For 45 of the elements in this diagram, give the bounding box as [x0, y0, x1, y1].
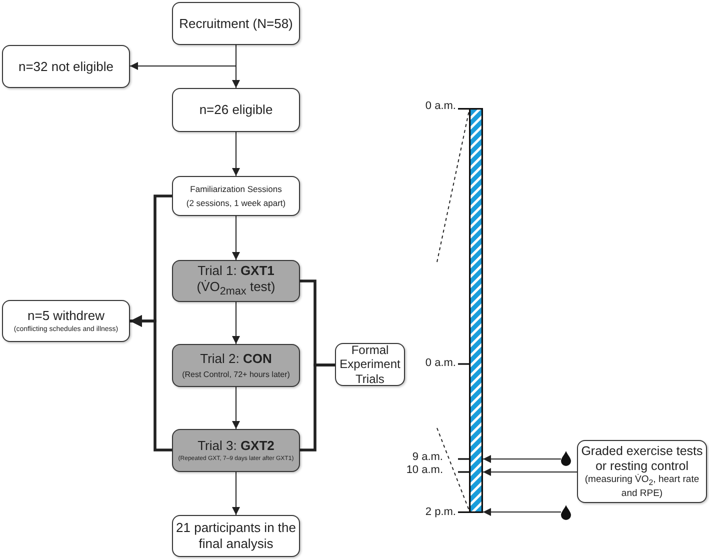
arrow: [232, 302, 240, 344]
node-label: Graded exercise tests or resting control: [580, 444, 704, 474]
arrow: [232, 216, 240, 260]
process-box: [2, 45, 130, 88]
node-note: (measuring V̇O$_{2}$, heart rate and RPE): [584, 474, 700, 499]
node-label: Trial 2: CON: [200, 351, 272, 367]
process-box: [2, 300, 130, 342]
blood-drop-icon: [561, 505, 571, 520]
arrow: [130, 315, 172, 452]
node-label: Formal Experiment Trials: [339, 342, 401, 386]
arrow: [482, 455, 562, 463]
time-label: 2 p.m.: [425, 506, 456, 518]
process-box: [172, 2, 300, 45]
dashed-line: [436, 428, 470, 510]
node-note: (2 sessions, 1 week apart): [186, 198, 286, 208]
node-label: 21 participants in the final analysis: [176, 520, 296, 552]
arrow: [130, 44, 236, 70]
process-box: [172, 344, 300, 387]
node-label: Recruitment (N=58): [179, 16, 293, 32]
connector-line: [300, 364, 335, 452]
node-note: (V̇O$_{2max}$ test): [196, 279, 276, 299]
time-label: 0 a.m.: [425, 356, 456, 370]
time-label: 9 a.m.: [412, 450, 443, 464]
time-label: 0 a.m.: [425, 100, 456, 112]
node-label: n=5 withdrew: [28, 308, 104, 324]
arrow: [482, 508, 562, 516]
node-label: n=26 eligible: [199, 102, 273, 118]
arrow: [232, 472, 240, 516]
arrow: [232, 386, 240, 430]
node-note: (Rest Control, 72+ hours later): [182, 370, 290, 380]
timeline-bar: [469, 108, 483, 513]
node-label: Familiarization Sessions: [190, 184, 282, 194]
process-box: [172, 260, 300, 302]
process-box: [172, 176, 300, 216]
dashed-line: [436, 110, 470, 262]
node-label: n=32 not eligible: [18, 58, 114, 74]
process-box: [172, 88, 300, 132]
node-label: Trial 1: GXT1: [198, 263, 274, 279]
blood-drop-icon: [561, 451, 571, 466]
process-box: [172, 429, 300, 472]
node-label: Trial 3: GXT2: [198, 438, 274, 454]
arrow: [482, 468, 578, 476]
process-box: [577, 440, 707, 503]
time-label: 10 a.m.: [406, 464, 443, 476]
arrow: [232, 132, 240, 176]
